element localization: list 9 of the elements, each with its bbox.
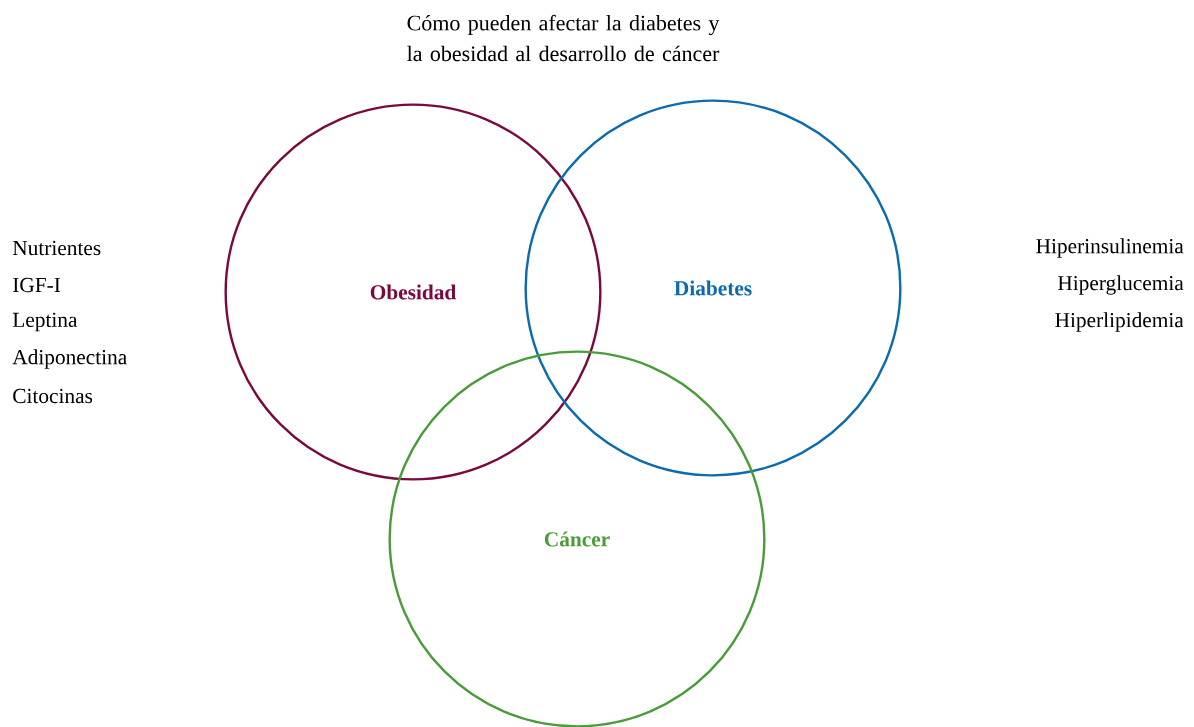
list-item: Hiperglucemia: [1057, 275, 1184, 295]
list-item: Leptina: [12, 312, 78, 332]
list-item: Nutrientes: [12, 240, 101, 256]
list-item: Hiperlipidemia: [1055, 312, 1184, 332]
list-item: Hiperinsulinemia: [1036, 238, 1184, 258]
title: Cómo pueden afectar la diabetes y la obesidad al desarrollo de cáncer: [407, 14, 720, 62]
list-item: IGF-I: [13, 277, 61, 293]
list-item: Citocinas: [13, 388, 93, 404]
list-item: Adiponectina: [12, 349, 127, 369]
